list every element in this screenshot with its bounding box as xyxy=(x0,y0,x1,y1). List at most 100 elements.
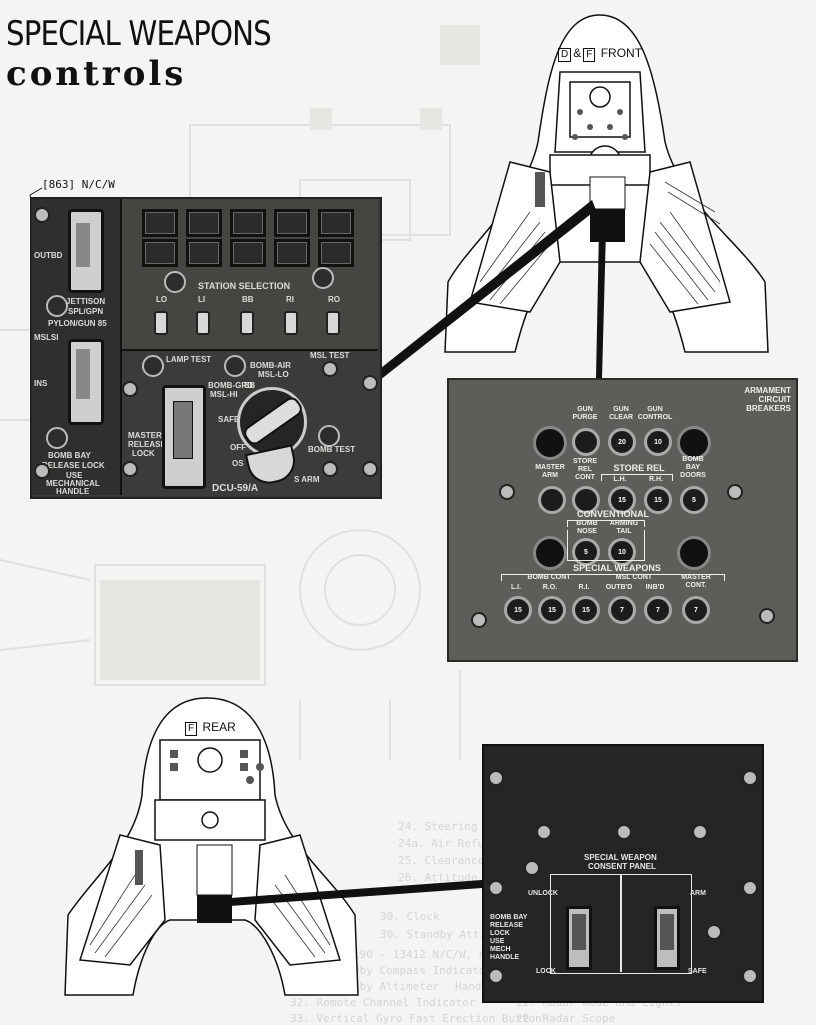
lock-text: LOCK xyxy=(490,930,510,937)
circuit-breaker-large[interactable] xyxy=(533,426,567,460)
bomb-cont-li-breaker[interactable]: 15 xyxy=(504,596,532,624)
handle-label: HANDLE xyxy=(56,487,90,496)
bomb-bay-text: BOMB BAY xyxy=(490,914,528,921)
s-arm-label: S ARM xyxy=(294,475,320,484)
station-light xyxy=(230,209,266,237)
bomb-grd-label: BOMB-GRD xyxy=(208,381,253,390)
lamp-test-button[interactable] xyxy=(142,355,164,377)
consent-divider xyxy=(620,874,622,972)
conventional-label: CONVENTIONAL xyxy=(577,509,649,519)
station-light xyxy=(186,209,222,237)
bomb-test-label: BOMB TEST xyxy=(308,445,356,454)
panel-screw xyxy=(536,824,552,840)
station-toggle-bb[interactable] xyxy=(240,311,254,335)
breaker-rating: 10 xyxy=(654,438,662,446)
mech-text: MECH xyxy=(490,946,511,953)
store-rel-lh-breaker[interactable]: 15 xyxy=(608,486,636,514)
msl-test-label: MSL TEST xyxy=(310,351,350,360)
rear-cockpit-label: F REAR xyxy=(183,720,236,736)
station-toggle-ro[interactable] xyxy=(326,311,340,335)
bomb-test-knob[interactable] xyxy=(318,425,340,447)
master-cont-breaker[interactable]: 7 xyxy=(682,596,710,624)
safe-label: SAFE xyxy=(218,415,240,424)
panel-title-line: BREAKERS xyxy=(746,404,791,413)
bomb-bay-screw[interactable] xyxy=(46,427,68,449)
station-toggle-li[interactable] xyxy=(196,311,210,335)
bomb-cont-label: BOMB CONT xyxy=(527,574,571,581)
panel-knob xyxy=(164,271,186,293)
arming-tail-breaker[interactable]: 10 xyxy=(608,538,636,566)
s-arm-button[interactable] xyxy=(322,461,338,477)
gun-clear-breaker[interactable]: 20 xyxy=(608,428,636,456)
label-line: CLEAR xyxy=(608,414,634,421)
circuit-breaker-large[interactable] xyxy=(677,536,711,570)
front-cockpit-label: D&F FRONT xyxy=(556,46,642,62)
front-cockpit-diagram xyxy=(444,14,769,353)
panel-screw xyxy=(524,860,540,876)
panel-screw xyxy=(34,207,50,223)
arm-label: ARM xyxy=(690,890,706,897)
panel-screw xyxy=(692,824,708,840)
label-line: BOMB xyxy=(576,520,598,527)
label-line: CONT xyxy=(575,474,595,481)
master-release-lock-grip xyxy=(173,401,193,459)
msl-cont-inbd-breaker[interactable]: 7 xyxy=(644,596,672,624)
bomb-bay-label: BOMB BAY xyxy=(48,451,91,460)
circuit-breaker-large[interactable] xyxy=(533,536,567,570)
bomb-cont-ri-breaker[interactable]: 15 xyxy=(572,596,600,624)
cockpit-f-box: F xyxy=(185,722,198,736)
consent-title-line1: SPECIAL WEAPON xyxy=(584,853,657,862)
station-light xyxy=(142,209,178,237)
selector-screw[interactable] xyxy=(46,295,68,317)
toggle-lo-label: LO xyxy=(156,295,168,304)
cockpit-d-box: D xyxy=(558,48,572,62)
breaker-rating: 5 xyxy=(584,548,588,556)
panel-screw xyxy=(499,484,515,500)
lamp-test-label: LAMP TEST xyxy=(166,355,212,364)
panel-screw xyxy=(122,381,138,397)
jettison-label: JETTISON xyxy=(66,297,106,306)
msl-hi-label: MSL-HI xyxy=(210,390,238,399)
toggle-ro-label: RO xyxy=(328,295,340,304)
store-rel-label: STORE REL xyxy=(613,463,665,473)
arm-safe-grip xyxy=(660,914,674,950)
msl-test-button[interactable] xyxy=(322,361,338,377)
msl-cont-outbd-breaker[interactable]: 7 xyxy=(608,596,636,624)
label-line: CONT. xyxy=(685,582,707,589)
panel-screw xyxy=(362,375,378,391)
label-line: ARMING xyxy=(609,520,639,527)
station-toggle-ri[interactable] xyxy=(284,311,298,335)
breaker-rating: 15 xyxy=(618,496,626,504)
spl-gpn-label: SPL/GPN xyxy=(68,307,104,316)
bomb-bay-doors-breaker[interactable]: 5 xyxy=(680,486,708,514)
panel-screw xyxy=(616,824,632,840)
bomb-cont-ro-breaker[interactable]: 15 xyxy=(538,596,566,624)
panel-screw xyxy=(488,770,504,786)
lock-label: LOCK xyxy=(536,968,556,975)
ghost-text: 26. Attitude xyxy=(398,871,478,884)
station-light xyxy=(318,239,354,267)
circuit-breaker-large[interactable] xyxy=(677,426,711,460)
store-rel-rh-breaker[interactable]: 15 xyxy=(644,486,672,514)
breaker-rating: 10 xyxy=(618,548,626,556)
label-line: GUN xyxy=(613,406,629,413)
gun-purge-breaker[interactable] xyxy=(572,428,600,456)
panel-screw xyxy=(742,880,758,896)
bomb-nose-breaker[interactable]: 5 xyxy=(572,538,600,566)
bomb-bay-lock-grip xyxy=(572,914,586,950)
off-label: OFF xyxy=(230,443,246,452)
use-text: USE xyxy=(490,938,505,945)
gun-control-breaker[interactable]: 10 xyxy=(644,428,672,456)
panel-screw xyxy=(122,461,138,477)
lh-label: L.H. xyxy=(613,476,627,483)
master-arm-breaker[interactable] xyxy=(538,486,566,514)
store-rel-cont-breaker[interactable] xyxy=(572,486,600,514)
station-toggle-lo[interactable] xyxy=(154,311,168,335)
ins-label: INS xyxy=(34,379,48,388)
rear-label: REAR xyxy=(202,720,236,734)
